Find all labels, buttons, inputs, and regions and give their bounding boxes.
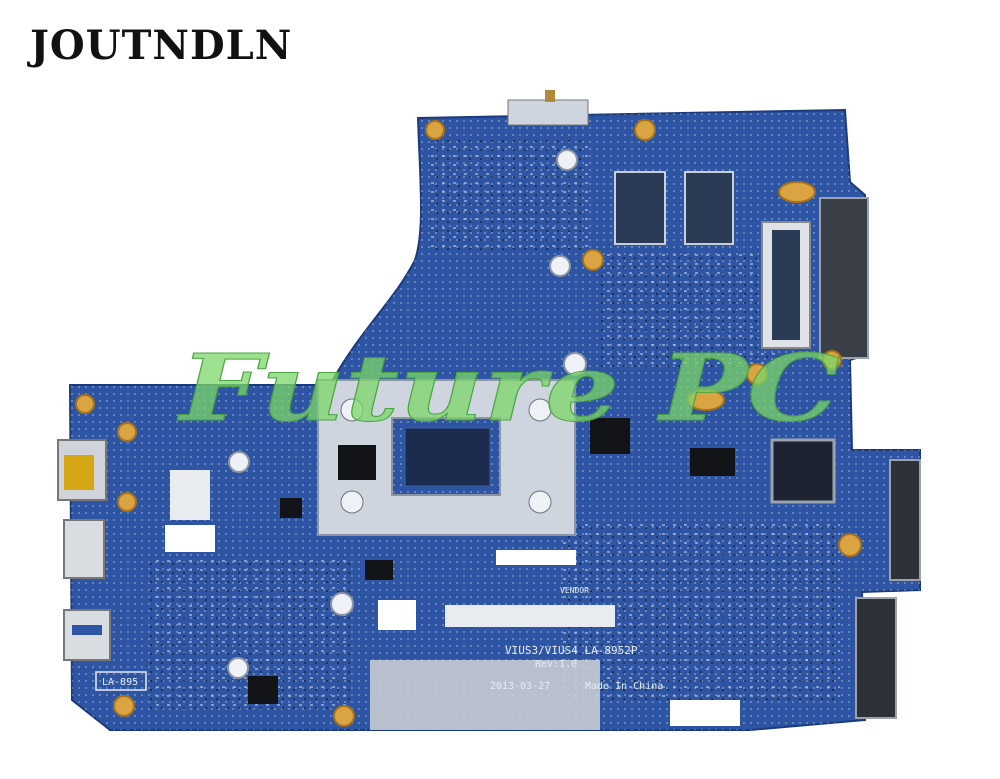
board-edge-label: LA-895	[102, 677, 138, 688]
board-date-label: 2013-03-27	[490, 681, 550, 692]
chipset	[770, 438, 836, 504]
board-origin-label: Made In China	[585, 681, 663, 692]
memory-chip	[614, 171, 666, 245]
dc-jack	[507, 99, 589, 126]
vendor-label: VENDOR	[560, 586, 589, 595]
mpcie-slot	[889, 459, 921, 581]
board-model-label: VIUS3/VIUS4 LA-8952P	[505, 644, 638, 657]
brand-logo: JOUTNDLN	[30, 22, 293, 69]
watermark-text: Future PC	[176, 334, 840, 442]
mpcie-slot	[855, 597, 897, 719]
memory-chip	[684, 171, 734, 245]
hdmi-port	[63, 519, 105, 579]
heatsink-bracket	[317, 379, 576, 536]
board-rev-label: Rev:1.0	[535, 659, 577, 670]
sata-connector	[819, 197, 869, 359]
cpu-socket	[404, 427, 491, 487]
